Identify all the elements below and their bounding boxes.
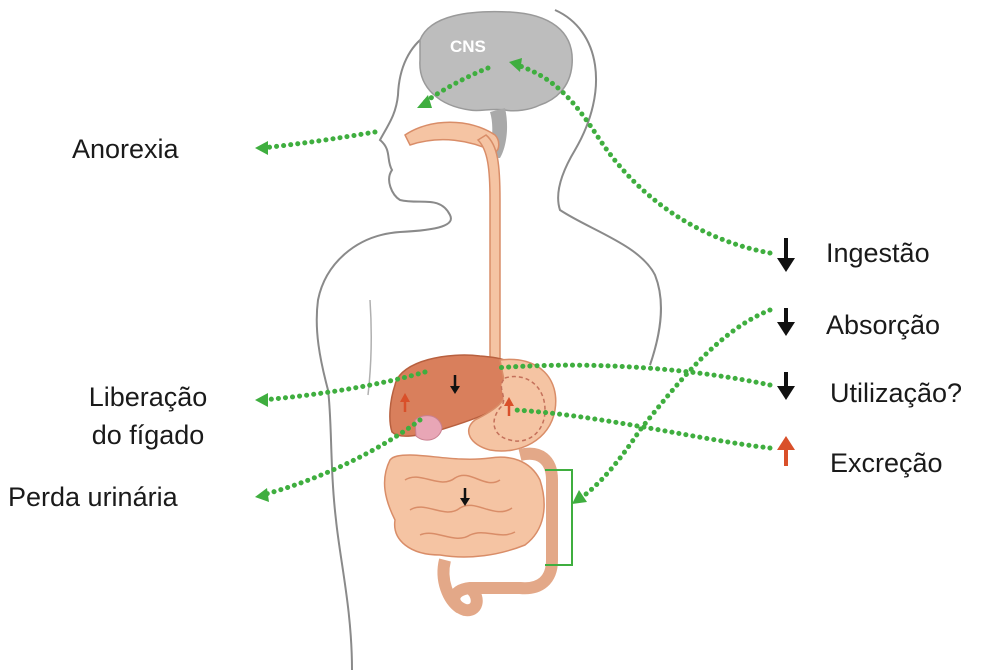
label-urinary-loss: Perda urinária [8, 484, 178, 511]
label-liver-release-line1: Liberação [78, 384, 218, 411]
body-outline [317, 24, 500, 670]
arrow-absorption-to-intestine [578, 310, 770, 500]
label-utilization: Utilização? [830, 380, 962, 407]
absorption-arrow-icon [777, 308, 795, 336]
arrowhead-liver-release [255, 393, 268, 407]
arrowhead-urinary-loss [255, 488, 269, 502]
label-liver-release-line2: do fígado [78, 422, 218, 449]
arrowhead-anorexia [255, 141, 268, 155]
intake-arrow-icon [777, 238, 795, 272]
label-anorexia: Anorexia [72, 136, 179, 163]
esophagus [478, 135, 500, 360]
cns-label: CNS [450, 37, 486, 56]
arrow-to-anorexia [262, 132, 375, 148]
rectum [443, 560, 460, 608]
label-absorption: Absorção [826, 312, 940, 339]
utilization-arrow-icon [777, 372, 795, 400]
body-inner-line [368, 300, 371, 395]
brain-shape [420, 12, 572, 111]
excretion-arrow-icon [777, 436, 795, 466]
label-excretion: Excreção [830, 450, 943, 477]
label-intake: Ingestão [826, 240, 930, 267]
